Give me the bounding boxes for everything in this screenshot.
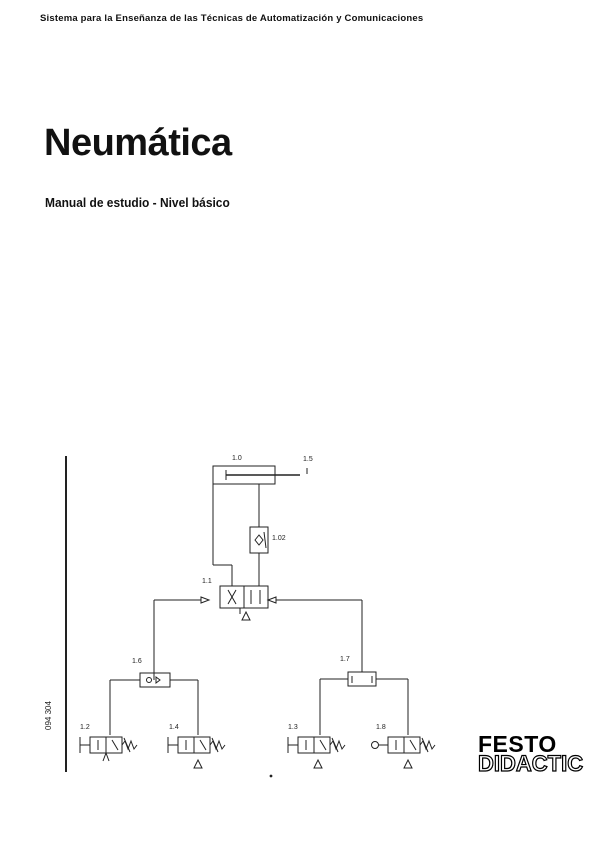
series-header: Sistema para la Enseñanza de las Técnica… <box>40 13 424 24</box>
cylinder-symbol <box>212 465 300 525</box>
label-main-valve: 1.1 <box>202 578 212 585</box>
label-v18: 1.8 <box>376 724 386 731</box>
shuttle-valve-symbol <box>109 672 199 735</box>
label-v13: 1.3 <box>288 724 298 731</box>
label-flow-valve: 1.02 <box>272 535 286 542</box>
label-shuttle: 1.6 <box>132 658 142 665</box>
flow-control-symbol <box>212 484 269 586</box>
label-cylinder: 1.0 <box>232 455 242 462</box>
two-pressure-valve-symbol <box>319 671 409 735</box>
valve-1-2-symbol <box>79 736 138 762</box>
dust-dot <box>269 774 273 778</box>
main-title: Neumática <box>44 122 232 164</box>
logo-line-1: FESTO <box>478 731 557 757</box>
label-limit: 1.5 <box>303 456 313 463</box>
main-valve-symbol <box>153 585 363 680</box>
label-v12: 1.2 <box>80 724 90 731</box>
subtitle: Manual de estudio - Nivel básico <box>45 195 230 210</box>
valve-1-8-symbol <box>371 736 436 769</box>
label-v14: 1.4 <box>169 724 179 731</box>
valve-1-4-symbol <box>167 736 226 769</box>
side-rule <box>65 456 67 772</box>
label-and-valve: 1.7 <box>340 656 350 663</box>
logo-line-2: DIDACTIC <box>477 751 584 776</box>
valve-1-3-symbol <box>287 736 346 769</box>
festo-didactic-logo: FESTO DIDACTIC <box>477 731 584 776</box>
